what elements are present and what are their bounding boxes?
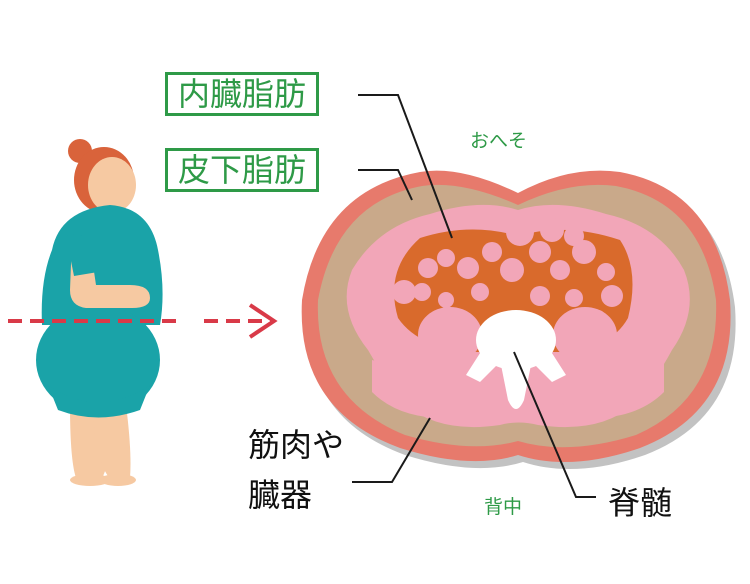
leader-lines [352, 94, 596, 498]
cross-section-diagram [301, 170, 736, 470]
muscle-organs-label-line2: 臓器 [248, 476, 313, 514]
spine-icon [466, 310, 566, 409]
spinal-cord-label: 脊髄 [608, 484, 673, 522]
arrow-right-icon [204, 303, 278, 339]
navel-label: おへそ [470, 130, 528, 152]
visceral-fat-label: 内臓脂肪 [165, 72, 320, 116]
person-figure [36, 139, 163, 486]
muscle-organs-label-line1: 筋肉や [248, 426, 345, 464]
back-label: 背中 [484, 496, 523, 518]
subcutaneous-fat-label: 皮下脂肪 [165, 148, 320, 192]
